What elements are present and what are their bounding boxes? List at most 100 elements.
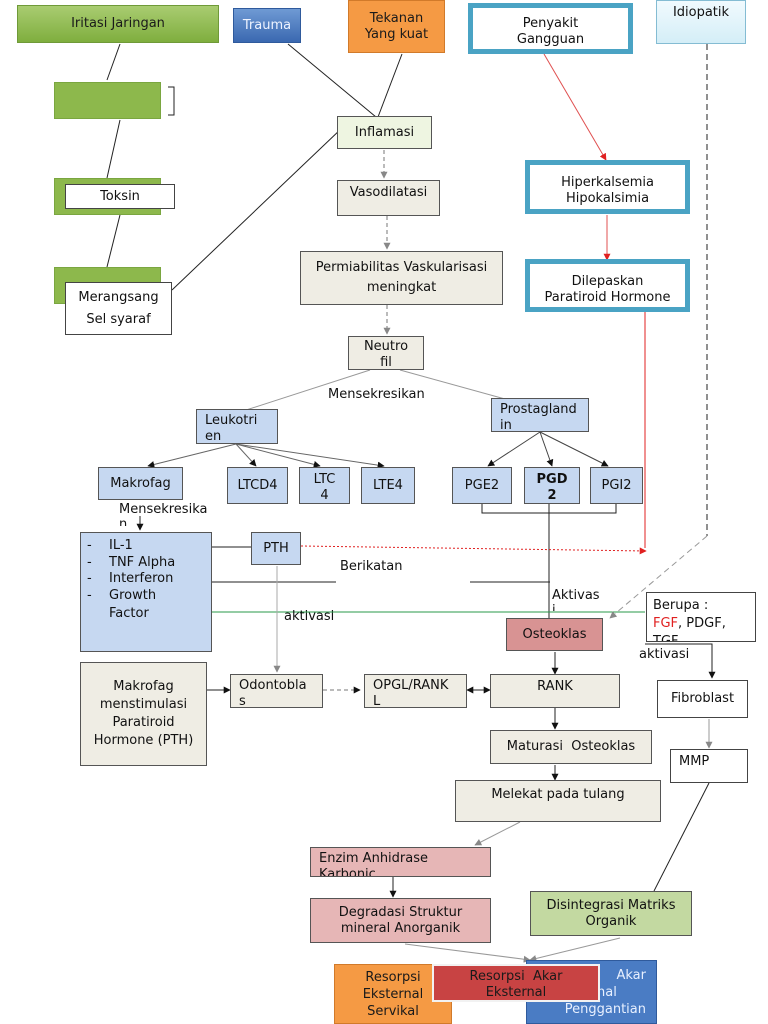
penggantian-label-line1: Akar — [616, 967, 646, 983]
mmp-label: MMP — [679, 754, 710, 769]
odontoblas-box: Odontobla s — [230, 674, 323, 708]
rank-box: RANK — [490, 674, 620, 708]
prostaglandin-label-line1: Prostagland — [500, 402, 577, 417]
makrofag-pth-box: Makrofag menstimulasi Paratiroid Hormone… — [80, 662, 207, 766]
toksin-label: Toksin — [100, 188, 140, 204]
idiopatik-box: Idiopatik — [656, 0, 746, 44]
disintegrasi-label-line1: Disintegrasi Matriks — [546, 897, 676, 913]
mensekresikan-2-line1: Mensekresika — [119, 502, 208, 517]
penyakit-gangguan-box: Penyakit Gangguan — [468, 3, 633, 54]
hiperkalsemia-box: Hiperkalsemia Hipokalsimia — [525, 160, 690, 214]
servikal-label-line3: Servikal — [367, 1003, 419, 1019]
maturasi-osteoklas-box: Maturasi Osteoklas — [490, 730, 652, 764]
dilepaskan-label-line2: Paratiroid Hormone — [544, 289, 671, 305]
merangsang-label-line1: Merangsang — [78, 289, 159, 305]
osteoklas-box: Osteoklas — [506, 618, 603, 651]
dilepaskan-pth-box: Dilepaskan Paratiroid Hormone — [525, 259, 690, 312]
ltc4-box: LTC 4 — [299, 467, 350, 504]
makrofag-box: Makrofag — [98, 467, 183, 500]
degradasi-label-line1: Degradasi Struktur — [338, 904, 463, 920]
leukotrien-label-line2: en — [205, 429, 222, 444]
makrofag-pth-line2: menstimulasi — [99, 697, 188, 712]
cytokine-item: Interferon — [81, 571, 175, 588]
berupa-line3: TGF — [653, 634, 679, 642]
prostaglandin-label-line2: in — [500, 418, 512, 432]
fgf-label: FGF — [653, 616, 679, 631]
lte4-label: LTE4 — [373, 477, 403, 493]
aktivasi-center-line1: Aktivas — [552, 588, 600, 603]
penggantian-label-line2: nal — [597, 984, 617, 1000]
opgl-rankl-label-line1: OPGL/RANK — [373, 678, 449, 693]
enzim-anhidrase-box: Enzim Anhidrase Karbonic — [310, 847, 491, 877]
mensekresikan-label: Mensekresikan — [328, 387, 425, 402]
tekanan-label-line2: Yang kuat — [364, 26, 429, 42]
permiabilitas-label-line1: Permiabilitas Vaskularisasi — [315, 260, 488, 275]
cytokine-list-box: IL-1 TNF Alpha Interferon Growth Factor — [80, 532, 212, 652]
pgd2-box: PGD 2 — [524, 467, 580, 504]
vasodilatasi-label: Vasodilatasi — [349, 185, 428, 200]
neutrofil-label-line1: Neutro — [363, 338, 409, 354]
berupa-line2: FGF, PDGF, — [653, 615, 726, 633]
makrofag-pth-line4: Hormone (PTH) — [93, 733, 194, 748]
odontoblas-label-line2: s — [239, 694, 246, 708]
ltcd4-label: LTCD4 — [237, 477, 278, 493]
hiperkalsemia-label-line1: Hiperkalsemia — [561, 175, 654, 190]
odontoblas-label-line1: Odontobla — [239, 678, 307, 693]
penyakit-label-line1: Penyakit — [522, 15, 579, 31]
factor-label: Factor — [109, 606, 149, 621]
melekat-label: Melekat pada tulang — [491, 787, 625, 802]
pth-label: PTH — [263, 540, 289, 556]
ltcd4-box: LTCD4 — [227, 467, 288, 504]
neutrofil-box: Neutro fil — [348, 336, 424, 370]
penyakit-label-line2: Gangguan — [516, 31, 585, 47]
pge2-box: PGE2 — [452, 467, 512, 504]
merangsang-label-line2: Sel syaraf — [86, 311, 151, 327]
servikal-label-line1: Resorpsi — [365, 969, 421, 985]
degradasi-label-line2: mineral Anorganik — [340, 920, 461, 936]
hiperkalsemia-label-line2: Hipokalsimia — [565, 191, 650, 206]
penggantian-label-line3: Penggantian — [564, 1001, 646, 1017]
leukotrien-label-line1: Leukotri — [205, 413, 258, 428]
servikal-label-line2: Eksternal — [362, 986, 424, 1002]
cytokine-item: Growth — [81, 588, 175, 605]
pgi2-box: PGI2 — [590, 467, 643, 504]
trauma-label: Trauma — [242, 17, 292, 33]
iritasi-jaringan-box: Iritasi Jaringan — [17, 5, 219, 43]
akar-eksternal-label-line1: Resorpsi Akar — [469, 969, 563, 984]
disintegrasi-label-line2: Organik — [585, 913, 637, 929]
osteoklas-label: Osteoklas — [522, 626, 587, 642]
opgl-rankl-box: OPGL/RANK L — [364, 674, 467, 708]
degradasi-struktur-box: Degradasi Struktur mineral Anorganik — [310, 898, 491, 943]
pgd2-label-line1: PGD — [536, 471, 568, 487]
mensekresikan-2-line2: n — [119, 517, 128, 526]
ltc4-label-line1: LTC — [313, 471, 336, 487]
makrofag-label: Makrofag — [110, 475, 171, 491]
enzim-label-line2: Karbonic — [319, 867, 376, 877]
rank-label: RANK — [537, 679, 573, 694]
berupa-rest-label: , PDGF, — [678, 616, 726, 631]
tekanan-kuat-box: Tekanan Yang kuat — [348, 0, 445, 53]
pge2-label: PGE2 — [464, 477, 500, 493]
aktivasi-center-label: Aktivas i — [552, 588, 600, 611]
resorpsi-akar-eksternal-box: Resorpsi Akar Eksternal — [432, 964, 600, 1002]
fibroblast-label: Fibroblast — [670, 691, 735, 706]
blank-green-box — [54, 82, 161, 119]
fibroblast-box: Fibroblast — [657, 680, 748, 718]
tekanan-label-line1: Tekanan — [369, 10, 424, 26]
mensekresikan-2-label: Mensekresika n — [119, 502, 207, 526]
dilepaskan-label-line1: Dilepaskan — [571, 273, 644, 289]
merangsang-box: Merangsang Sel syaraf — [65, 282, 172, 335]
trauma-box: Trauma — [233, 8, 301, 43]
maturasi-label: Maturasi Osteoklas — [506, 739, 636, 754]
aktivasi-center-line2: i — [552, 603, 556, 611]
melekat-tulang-box: Melekat pada tulang — [455, 780, 661, 822]
idiopatik-label: Idiopatik — [672, 5, 730, 20]
pth-box: PTH — [251, 532, 301, 565]
prostaglandin-box: Prostagland in — [491, 398, 589, 432]
inflamasi-label: Inflamasi — [354, 124, 415, 140]
vasodilatasi-box: Vasodilatasi — [337, 180, 440, 216]
cytokine-item: IL-1 — [81, 538, 175, 555]
ltc4-label-line2: 4 — [320, 487, 329, 503]
neutrofil-label-line2: fil — [380, 354, 392, 370]
opgl-rankl-label-line2: L — [373, 694, 381, 708]
